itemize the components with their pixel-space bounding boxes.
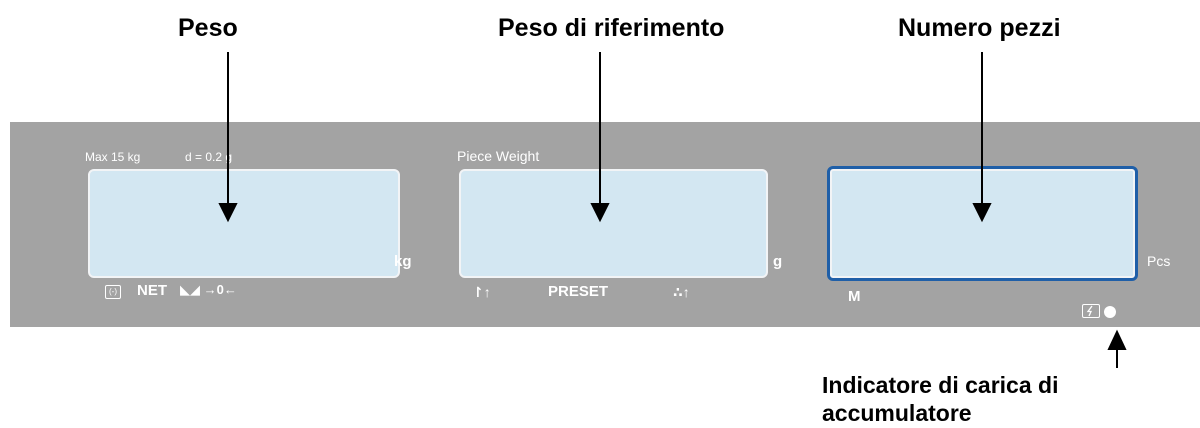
callout-battery-line2: accumulatore (822, 400, 972, 426)
reference-right-symbol: ∴↑ (673, 284, 690, 300)
indicator-dot-icon (1104, 306, 1116, 318)
weight-unit-kg: kg (394, 253, 412, 270)
piece-weight-title: Piece Weight (457, 148, 540, 164)
piece-count-lcd (827, 166, 1138, 281)
reference-left-symbol: ↾↑ (472, 284, 491, 300)
zero-stable-indicator: ◣◢ →0← (180, 282, 237, 297)
piece-unit-pcs: Pcs (1147, 253, 1171, 269)
memory-indicator: M (848, 288, 861, 305)
reference-unit-g: g (773, 253, 783, 270)
callout-piece-count: Numero pezzi (898, 14, 1061, 42)
callout-reference-weight: Peso di riferimento (498, 14, 725, 42)
tare-icon: (-) (105, 285, 121, 299)
arrow-battery (1107, 329, 1127, 368)
callout-weight: Peso (178, 14, 238, 42)
weight-lcd (88, 169, 400, 278)
reference-weight-lcd (459, 169, 768, 278)
net-indicator: NET (137, 282, 167, 299)
scale-display-panel: Max 15 kg d = 0.2 g kg (-) NET ◣◢ →0← Pi… (10, 122, 1200, 327)
readability-label: d = 0.2 g (185, 150, 233, 164)
callout-battery-line1: Indicatore di carica di (822, 372, 1059, 398)
preset-indicator: PRESET (548, 283, 609, 300)
battery-charge-icon (1082, 304, 1100, 318)
max-capacity-label: Max 15 kg (85, 150, 141, 164)
callout-battery-indicator: Indicatore di carica di accumulatore (822, 371, 1058, 427)
